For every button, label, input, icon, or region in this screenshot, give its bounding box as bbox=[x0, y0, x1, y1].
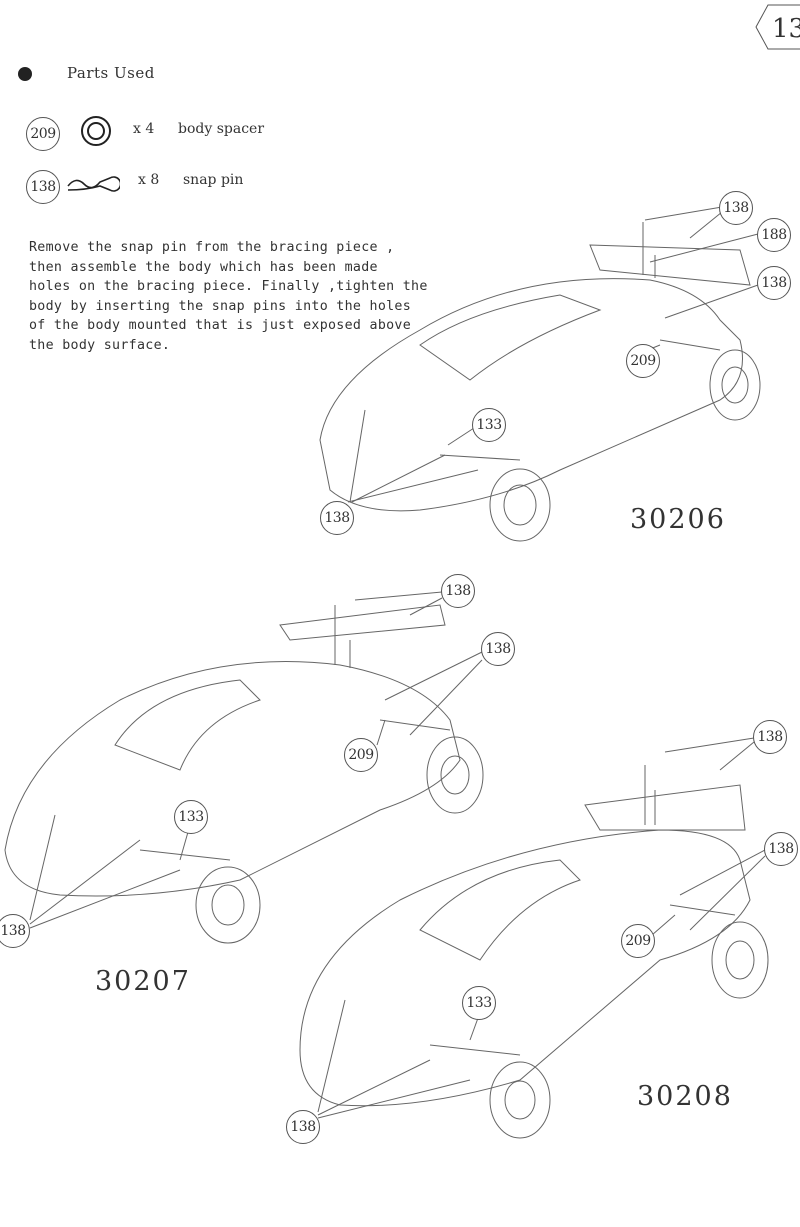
callout-part-number: 138 bbox=[0, 914, 30, 948]
callout-part-number: 138 bbox=[320, 501, 354, 535]
instruction-text: Remove the snap pin from the bracing pie… bbox=[29, 238, 428, 356]
callout-part-number: 138 bbox=[757, 266, 791, 300]
instruction-line: Remove the snap pin from the bracing pie… bbox=[29, 240, 395, 255]
instruction-line: body by inserting the snap pins into the… bbox=[29, 298, 412, 314]
callout-part-number: 133 bbox=[472, 408, 506, 442]
instruction-line: then assemble the body which has been ma… bbox=[29, 259, 378, 275]
part-name: snap pin bbox=[183, 172, 244, 188]
callout-part-number: 138 bbox=[481, 632, 515, 666]
model-number: 30208 bbox=[637, 1081, 733, 1112]
bullet-icon bbox=[18, 67, 32, 81]
instruction-line: holes on the bracing piece. Finally ,tig… bbox=[29, 279, 428, 295]
model-number: 30206 bbox=[630, 504, 726, 535]
callout-part-number: 138 bbox=[764, 832, 798, 866]
part-name: body spacer bbox=[178, 121, 265, 137]
callout-part-number: 188 bbox=[757, 218, 791, 252]
car-illustration-30207 bbox=[4, 591, 484, 944]
callout-part-number: 138 bbox=[441, 574, 475, 608]
callout-part-number: 138 bbox=[753, 720, 787, 754]
ring-spacer-icon bbox=[81, 116, 111, 146]
callout-part-number: 138 bbox=[286, 1110, 320, 1144]
part-qty: x 4 bbox=[133, 121, 155, 137]
parts-used-heading: Parts Used bbox=[67, 64, 155, 82]
snap-pin-icon bbox=[67, 176, 120, 192]
callout-part-number: 133 bbox=[462, 986, 496, 1020]
instruction-line: the body surface. bbox=[29, 337, 171, 353]
page-number: 13 bbox=[772, 14, 800, 44]
part-number-138: 138 bbox=[26, 170, 60, 204]
callout-part-number: 209 bbox=[621, 924, 655, 958]
callout-part-number: 138 bbox=[719, 191, 753, 225]
car-illustration-30206 bbox=[319, 206, 761, 542]
page-number-badge: 13 bbox=[755, 4, 800, 50]
callout-part-number: 209 bbox=[344, 738, 378, 772]
part-qty: x 8 bbox=[138, 172, 160, 188]
part-number-209: 209 bbox=[26, 117, 60, 151]
model-number: 30207 bbox=[95, 966, 191, 997]
car-illustration-30208 bbox=[299, 737, 769, 1139]
callout-part-number: 133 bbox=[174, 800, 208, 834]
instruction-line: of the body mounted that is just exposed… bbox=[29, 318, 412, 334]
callout-part-number: 209 bbox=[626, 344, 660, 378]
